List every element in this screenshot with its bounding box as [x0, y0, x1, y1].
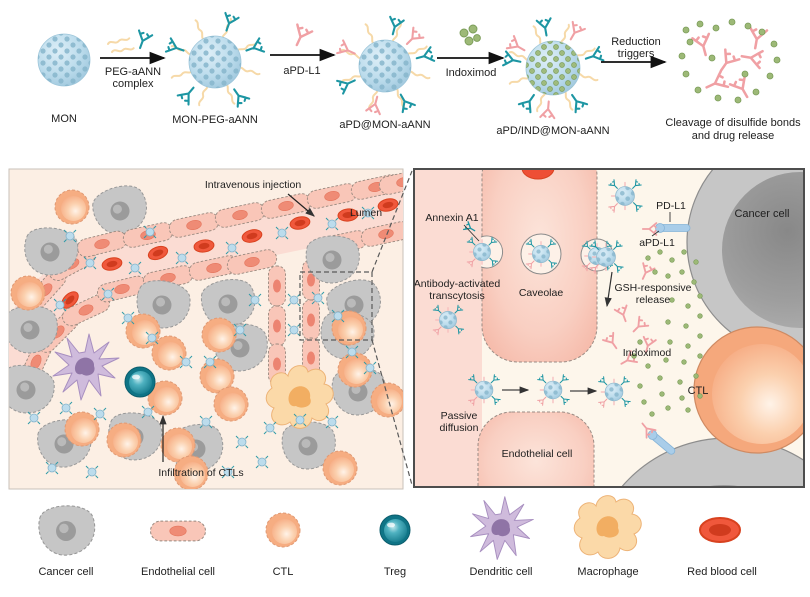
legend-label: CTL	[273, 566, 294, 578]
apdl1-pointer	[651, 230, 660, 237]
mechanism-panel-border	[413, 168, 805, 488]
endothelial-cell-label: Endothelial cell	[502, 448, 573, 460]
ctl-cell	[693, 326, 804, 454]
treg-cell	[124, 366, 156, 398]
arrow3-label: Indoximod	[446, 67, 497, 79]
apd-ind-mon-aann-nanoparticle	[502, 17, 605, 120]
intravenous-injection-arrow	[287, 193, 315, 217]
apdl1-label: aPD-L1	[639, 237, 675, 249]
legend-item-treg: Treg	[379, 514, 411, 578]
vessel-branch-1	[268, 265, 286, 385]
legend-label: Cancer cell	[38, 566, 93, 578]
mon-peg-aann-label: MON-PEG-aANN	[172, 114, 258, 126]
apd-mon-aann-label: aPD@MON-aANN	[339, 119, 430, 131]
legend-label: Macrophage	[577, 566, 638, 578]
legend-item-ctl: CTL	[265, 512, 301, 578]
apd-mon-aann-nanoparticle	[336, 15, 436, 116]
transcytosis-label-1: Antibody-activated	[414, 278, 501, 290]
endothelial-cell-bottom	[477, 411, 595, 487]
released-indoximod-dots	[678, 18, 781, 104]
pdl1-label: PD-L1	[656, 200, 686, 212]
indoximod-dots	[631, 249, 703, 417]
pdl1-receptor	[655, 223, 691, 233]
gsh-release-arrow	[604, 271, 613, 308]
ctl-label: CTL	[688, 385, 709, 397]
cancer-cell-top	[686, 169, 804, 358]
mon-label: MON	[51, 113, 77, 125]
intravenous-injection-label: Intravenous injection	[205, 179, 301, 191]
mon-nanoparticle	[37, 33, 91, 87]
rbc-top	[521, 169, 555, 180]
transcytosis-label-2: transcytosis	[429, 290, 484, 302]
zoom-connector-top	[371, 170, 413, 273]
arrow4-label-1: Reduction	[611, 36, 661, 48]
passive-diffusion-chain	[469, 375, 630, 408]
indoximod-label: Indoximod	[623, 347, 672, 359]
caveolae-label: Caveolae	[519, 287, 564, 299]
gsh-label-2: release	[636, 294, 671, 306]
pdl1-receptor-bottom	[647, 430, 676, 455]
result-label-1: Cleavage of disulfide bonds	[665, 117, 801, 129]
aann-icon	[132, 29, 154, 52]
cancer-cell-label: Cancer cell	[734, 208, 789, 220]
arrow4-label-2: triggers	[618, 48, 655, 60]
annexin-label: Annexin A1	[425, 212, 478, 224]
passive-diffusion-label-2: diffusion	[440, 422, 479, 434]
arrow1-label-2: complex	[113, 78, 154, 90]
passive-diffusion-label-1: Passive	[441, 410, 478, 422]
zoom-connector-bottom	[371, 339, 413, 486]
legend-label: Endothelial cell	[141, 566, 215, 578]
lumen-label: Lumen	[350, 207, 382, 219]
legend-label: Dendritic cell	[470, 566, 533, 578]
legend-item-cancer-cell: Cancer cell	[38, 505, 96, 578]
apd-ind-mon-aann-label: aPD/IND@MON-aANN	[496, 125, 609, 137]
apdl1-icon	[288, 23, 314, 50]
legend-item-macrophage: Macrophage	[573, 495, 642, 578]
zoom-region-box	[299, 271, 373, 341]
legend-label: Treg	[384, 566, 406, 578]
gsh-label-1: GSH-responsive	[614, 282, 691, 294]
annexin-pointer	[463, 224, 480, 242]
legend-item-endothelial-cell: Endothelial cell	[141, 520, 215, 578]
legend: Cancer cell Endothelial cell CTL Treg De…	[38, 495, 757, 578]
arrow2-label: aPD-L1	[283, 65, 320, 77]
mechanism-panel: Annexin A1 Antibody-activated transcytos…	[413, 168, 805, 488]
tumor-microenvironment-panel: Intravenous injection Lumen Infiltration…	[8, 168, 404, 490]
peg-complex-icon	[106, 36, 135, 54]
synthesis-scheme: MON PEG-aANN complex MON-PEG-aANN aPD-L1	[37, 11, 801, 142]
arrow1-label-1: PEG-aANN	[105, 66, 161, 78]
mon-peg-aann-nanoparticle	[164, 11, 266, 108]
result-label-2: and drug release	[692, 130, 775, 142]
legend-item-red-blood-cell: Red blood cell	[687, 517, 757, 578]
legend-item-dendritic-cell: Dendritic cell	[470, 496, 534, 578]
legend-label: Red blood cell	[687, 566, 757, 578]
released-drugs	[678, 18, 781, 104]
indoximod-cluster-icon	[459, 24, 481, 46]
infiltration-label: Infiltration of CTLs	[158, 467, 243, 479]
